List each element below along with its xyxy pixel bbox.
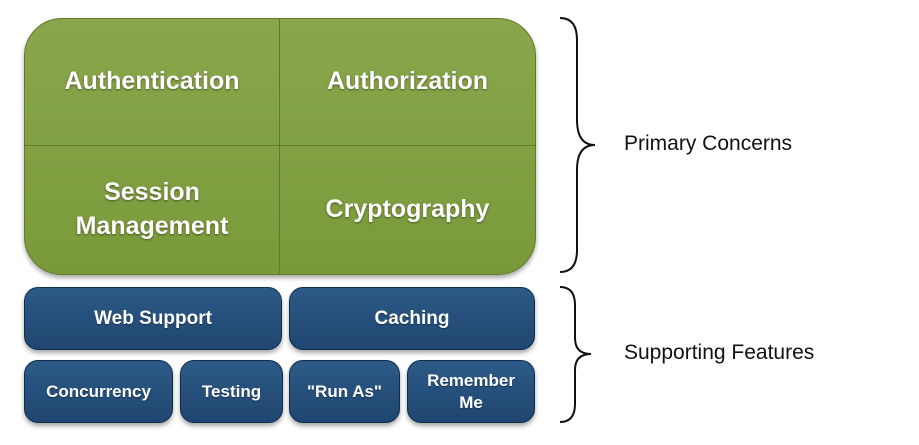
primary-vertical-divider [279,19,280,274]
testing-box: Testing [180,360,283,423]
remember-me-box: Remember Me [407,360,535,423]
supporting-features-label: Supporting Features [624,341,815,364]
cryptography-cell: Cryptography [325,195,490,224]
primary-concerns-block: Authentication Authorization Session Man… [24,18,536,275]
web-support-box: Web Support [24,287,282,350]
primary-brace-icon [559,17,596,273]
concurrency-box: Concurrency [24,360,173,423]
run-as-box: "Run As" [289,360,400,423]
caching-box: Caching [289,287,535,350]
authorization-cell: Authorization [326,67,489,96]
primary-horizontal-divider [25,145,535,146]
primary-concerns-label: Primary Concerns [624,132,793,155]
authentication-cell: Authentication [64,67,240,96]
brace-icons [559,17,596,423]
session-management-cell: Session Management [75,178,229,240]
supporting-brace-icon [559,286,592,423]
